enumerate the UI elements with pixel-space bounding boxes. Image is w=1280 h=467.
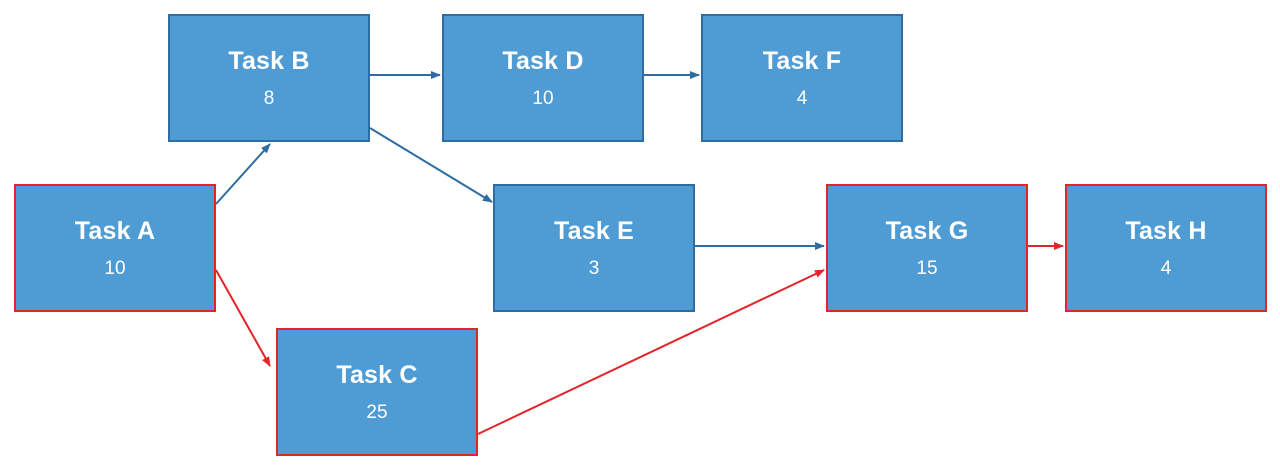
task-c-node: Task C 25 [276, 328, 478, 456]
task-d-node: Task D 10 [442, 14, 644, 142]
task-h-node: Task H 4 [1065, 184, 1267, 312]
task-d-name: Task D [502, 46, 584, 75]
task-b-duration: 8 [263, 87, 275, 109]
task-c-duration: 25 [366, 401, 388, 423]
task-c-name: Task C [336, 360, 418, 389]
arrow-a-to-c [215, 269, 271, 367]
task-e-duration: 3 [588, 257, 600, 279]
task-a-name: Task A [74, 216, 156, 245]
task-f-duration: 4 [796, 87, 808, 109]
task-b-name: Task B [228, 46, 310, 75]
task-e-name: Task E [554, 216, 634, 245]
task-h-name: Task H [1125, 216, 1207, 245]
arrow-b-to-e [369, 127, 493, 203]
task-f-node: Task F 4 [701, 14, 903, 142]
arrow-c-to-g [477, 269, 825, 435]
task-f-name: Task F [762, 46, 842, 75]
task-a-duration: 10 [104, 257, 126, 279]
task-g-name: Task G [885, 216, 969, 245]
arrow-a-to-b [215, 143, 271, 205]
task-g-duration: 15 [916, 257, 938, 279]
task-h-duration: 4 [1160, 257, 1172, 279]
task-e-node: Task E 3 [493, 184, 695, 312]
task-b-node: Task B 8 [168, 14, 370, 142]
task-d-duration: 10 [532, 87, 554, 109]
task-a-node: Task A 10 [14, 184, 216, 312]
task-g-node: Task G 15 [826, 184, 1028, 312]
